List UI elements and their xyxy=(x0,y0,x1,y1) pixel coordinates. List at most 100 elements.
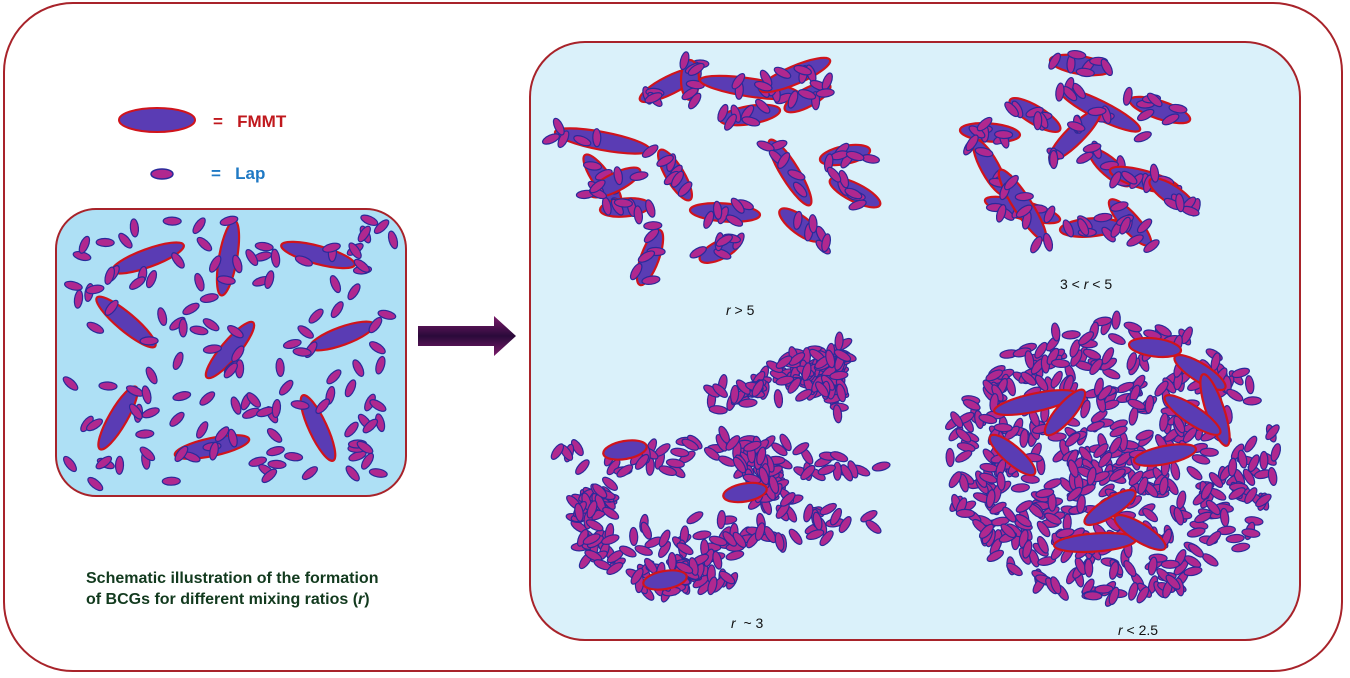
mixture-lap-particle xyxy=(387,230,399,250)
lap-particle xyxy=(845,150,865,162)
mixture-lap-particle xyxy=(199,391,216,406)
dense-lap-particle xyxy=(1265,424,1280,441)
mixture-lap-particle xyxy=(118,232,133,249)
dense-lap-particle xyxy=(993,423,1013,433)
band-lap-particle xyxy=(658,529,671,548)
lap-particle xyxy=(1062,219,1074,238)
mixture-lap-particle xyxy=(278,379,294,396)
mixture-lap-particle xyxy=(329,275,342,294)
dense-lap-particle xyxy=(1244,435,1258,453)
dense-lap-particle xyxy=(1186,527,1206,538)
mixture-lap-particle xyxy=(294,255,313,267)
mixture-lap-particle xyxy=(129,218,140,238)
lap-particle xyxy=(643,221,663,231)
band-lap-particle xyxy=(743,440,762,452)
mixture-lap-particle xyxy=(357,225,371,243)
fmmt-particle xyxy=(1127,336,1183,359)
mixture-lap-particle xyxy=(208,255,222,273)
dense-lap-particle xyxy=(945,447,955,468)
dense-lap-particle xyxy=(1144,394,1155,414)
lap-particle xyxy=(724,113,737,131)
band-lap-particle xyxy=(708,405,728,415)
mixture-lap-particle xyxy=(172,351,184,371)
dense-lap-particle xyxy=(1078,331,1095,346)
band-lap-particle xyxy=(676,542,694,556)
mixture-lap-particle xyxy=(141,385,152,405)
figure-caption: Schematic illustration of the formation … xyxy=(86,568,426,610)
fmmt-legend-shape xyxy=(118,107,196,133)
band-lap-particle xyxy=(788,352,806,366)
band-lap-particle xyxy=(801,362,812,382)
band-lap-particle xyxy=(582,533,601,545)
mixture-lap-particle xyxy=(267,459,287,470)
mixture-lap-particle xyxy=(194,272,205,292)
band-lap-particle xyxy=(812,511,823,531)
dense-lap-particle xyxy=(1205,499,1221,516)
band-lap-particle xyxy=(732,531,747,549)
dense-lap-particle xyxy=(1241,528,1261,538)
dense-lap-particle xyxy=(1226,388,1244,402)
fmmt-particle xyxy=(1113,513,1167,552)
dense-lap-particle xyxy=(1046,347,1060,365)
dense-lap-particle xyxy=(1108,333,1126,346)
mixture-lap-particle xyxy=(368,468,388,478)
lap-particle xyxy=(1042,232,1054,252)
dense-lap-particle xyxy=(1061,330,1081,340)
lap-particle xyxy=(1126,234,1144,247)
mixture-lap-particle xyxy=(104,299,119,316)
band-lap-particle xyxy=(575,459,590,475)
lap-particle xyxy=(613,198,633,208)
mixture-lap-particle xyxy=(270,248,281,268)
dense-lap-particle xyxy=(1126,352,1138,371)
band-lap-particle xyxy=(550,443,565,460)
dense-lap-particle xyxy=(1067,459,1079,478)
band-lap-particle xyxy=(712,383,728,398)
mixture-lap-particle xyxy=(87,476,104,492)
band-lap-particle xyxy=(763,525,777,544)
mixture-lap-particle xyxy=(264,270,275,289)
mixture-lap-particle xyxy=(290,400,310,410)
mixture-lap-particle xyxy=(196,236,213,252)
dense-lap-particle xyxy=(1199,447,1219,457)
dense-lap-particle xyxy=(1173,506,1185,526)
lap-particle xyxy=(644,92,663,104)
dense-lap-particle xyxy=(955,450,973,463)
lap-particle xyxy=(629,171,649,181)
lap-particle xyxy=(717,103,729,123)
dense-lap-particle xyxy=(1244,375,1255,395)
dense-lap-particle xyxy=(1219,507,1230,527)
dense-lap-particle xyxy=(1108,586,1120,606)
particle-layer xyxy=(62,49,1282,607)
band-lap-particle xyxy=(803,503,814,523)
fmmt-particle xyxy=(602,439,648,461)
mixture-lap-particle xyxy=(261,468,278,484)
mixture-lap-particle xyxy=(169,411,185,427)
dense-lap-particle xyxy=(1147,556,1158,576)
mixture-lap-particle xyxy=(347,283,361,301)
lap-particle xyxy=(965,134,979,152)
mixture-lap-particle xyxy=(182,302,200,316)
dense-lap-particle xyxy=(1050,322,1061,342)
dense-lap-particle xyxy=(1128,582,1139,601)
dense-lap-particle xyxy=(1159,412,1169,432)
lap-particle xyxy=(1149,163,1160,183)
band-lap-particle xyxy=(780,492,796,507)
fmmt-particle xyxy=(1132,443,1198,467)
mixture-lap-particle xyxy=(322,242,341,253)
mixture-lap-particle xyxy=(157,307,168,326)
band-lap-particle xyxy=(774,532,785,552)
band-lap-particle xyxy=(586,500,598,519)
mixture-lap-particle xyxy=(114,455,125,475)
dense-lap-particle xyxy=(1186,466,1203,481)
band-lap-particle xyxy=(725,435,741,451)
dense-lap-particle xyxy=(1066,486,1083,502)
mixture-lap-particle xyxy=(348,242,362,260)
mixture-lap-particle xyxy=(266,427,283,443)
dense-lap-particle xyxy=(1097,385,1113,401)
lap-particle xyxy=(582,161,603,171)
dense-lap-particle xyxy=(1227,457,1238,477)
band-lap-particle xyxy=(788,528,803,545)
band-lap-particle xyxy=(838,516,852,534)
dense-lap-particle xyxy=(1181,326,1193,345)
dense-lap-particle xyxy=(1267,466,1278,487)
